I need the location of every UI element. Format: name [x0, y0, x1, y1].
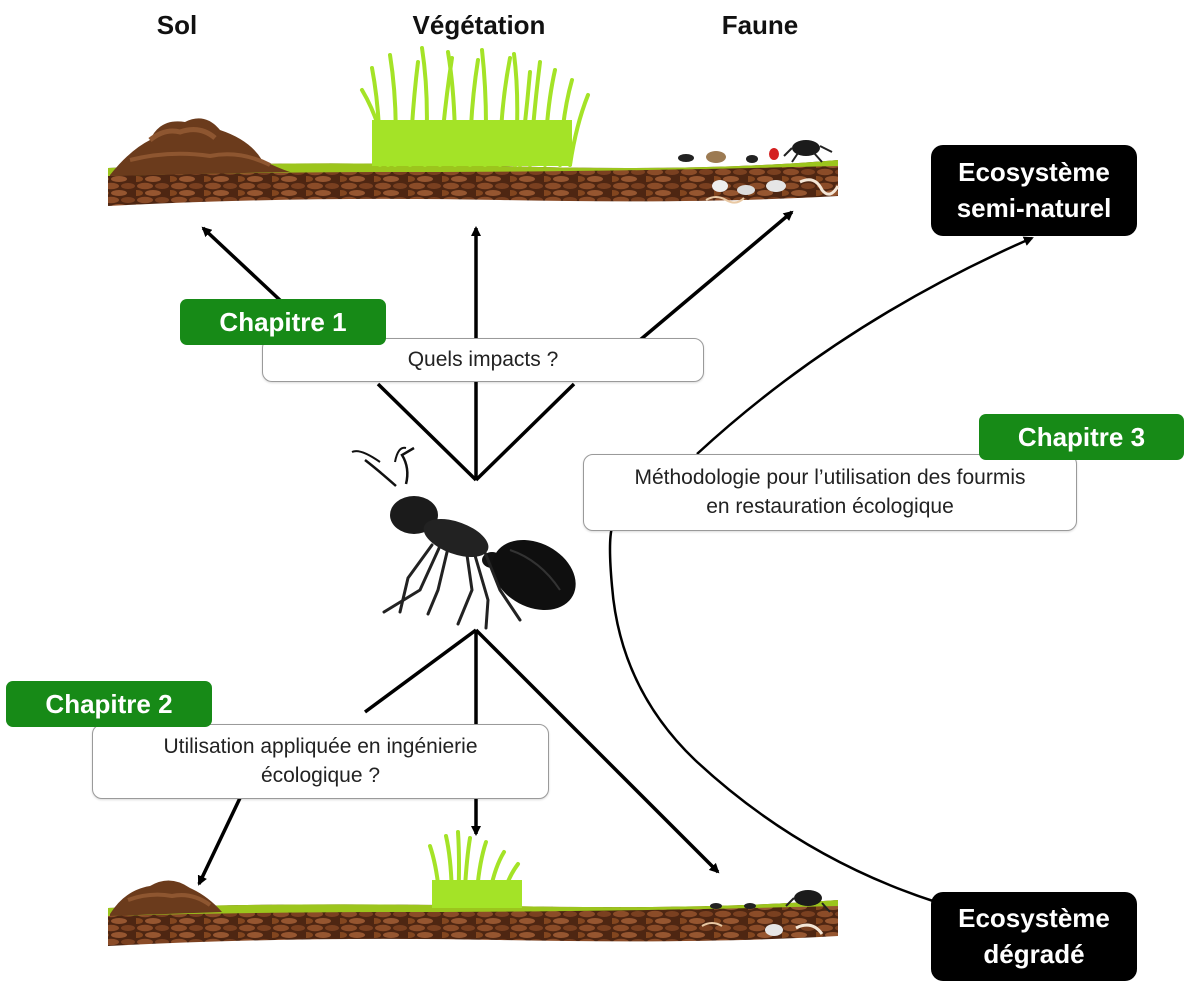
ecosystem-degraded-box: Ecosystème dégradé	[931, 892, 1137, 981]
ecosystem-semi-natural-box: Ecosystème semi-naturel	[931, 145, 1137, 236]
convergence-line-left	[378, 384, 476, 480]
ecosystem-degraded-line1: Ecosystème	[958, 901, 1110, 937]
ecosystem-degraded-line2: dégradé	[983, 937, 1084, 973]
header-faune: Faune	[640, 10, 880, 41]
question-engineering-line2: écologique ?	[261, 762, 380, 790]
small-grass-base	[432, 880, 522, 908]
question-box-engineering: Utilisation appliquée en ingénierie écol…	[92, 724, 549, 799]
question-engineering-line1: Utilisation appliquée en ingénierie	[163, 733, 477, 761]
convergence-line-right	[476, 384, 574, 480]
chapter-1-label: Chapitre 1	[180, 299, 386, 345]
chapter-3-label: Chapitre 3	[979, 414, 1184, 460]
question-methodology-line2: en restauration écologique	[706, 493, 954, 521]
diverge-line-left	[365, 630, 476, 712]
question-impacts-text: Quels impacts ?	[408, 346, 559, 374]
ecosystem-semi-natural-line2: semi-naturel	[957, 191, 1112, 227]
soil-mound-icon	[110, 118, 290, 176]
arrow-to-faune	[640, 212, 792, 340]
arrow-to-degraded-sol	[199, 798, 240, 884]
question-box-methodology: Méthodologie pour l’utilisation des four…	[583, 454, 1077, 531]
small-soil-mound-icon	[110, 880, 222, 916]
question-methodology-line1: Méthodologie pour l’utilisation des four…	[634, 464, 1025, 492]
header-sol: Sol	[57, 10, 297, 41]
ecosystem-semi-natural-line1: Ecosystème	[958, 155, 1110, 191]
header-vegetation: Végétation	[359, 10, 599, 41]
arrow-to-sol	[203, 228, 282, 302]
restoration-curve-lower	[610, 520, 936, 902]
grass-base	[372, 120, 572, 166]
chapter-2-label: Chapitre 2	[6, 681, 212, 727]
